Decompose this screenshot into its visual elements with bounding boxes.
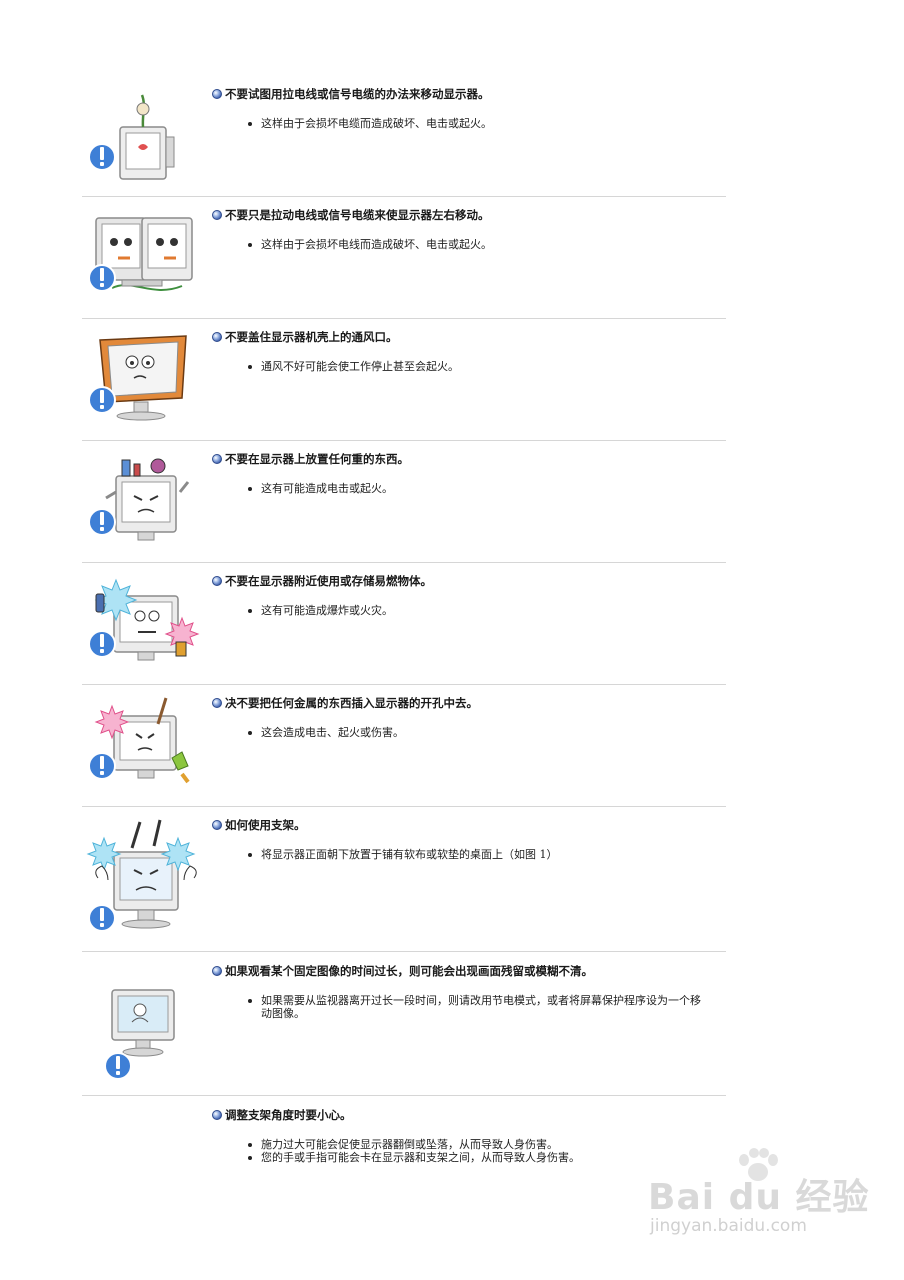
list-item: 这样由于会损坏电缆而造成破坏、电击或起火。 <box>245 117 705 130</box>
section-items: 将显示器正面朝下放置于铺有软布或软垫的桌面上（如图 1） <box>245 848 705 861</box>
bullet-orb-icon <box>212 454 222 464</box>
list-item: 这样由于会损坏电线而造成破坏、电击或起火。 <box>245 238 705 251</box>
bullet-orb-icon <box>212 210 222 220</box>
section-heading: 不要盖住显示器机壳上的通风口。 <box>212 330 398 344</box>
bullet-orb-icon <box>212 820 222 830</box>
instruction-section: 不要在显示器附近使用或存储易燃物体。 这有可能造成爆炸或火灾。 <box>82 574 726 674</box>
paw-icon <box>739 1148 778 1181</box>
section-heading-text: 不要在显示器上放置任何重的东西。 <box>225 452 409 466</box>
list-item: 通风不好可能会使工作停止甚至会起火。 <box>245 360 705 373</box>
section-items: 这样由于会损坏电线而造成破坏、电击或起火。 <box>245 238 705 251</box>
section-heading-text: 如果观看某个固定图像的时间过长，则可能会出现画面残留或模糊不清。 <box>225 964 593 978</box>
section-divider <box>82 806 726 807</box>
section-divider <box>82 318 726 319</box>
section-items: 这有可能造成电击或起火。 <box>245 482 705 495</box>
section-heading: 不要在显示器附近使用或存储易燃物体。 <box>212 574 432 588</box>
watermark-logo-text: Bai du 经验 <box>648 1177 870 1218</box>
instruction-section: 调整支架角度时要小心。 施力过大可能会促使显示器翻倒或坠落，从而导致人身伤害。 … <box>82 1108 726 1188</box>
section-divider <box>82 1095 726 1096</box>
instruction-illustration <box>82 452 202 552</box>
section-heading: 不要只是拉动电线或信号电缆来使显示器左右移动。 <box>212 208 490 222</box>
monitor-dragged-sideways-icon <box>88 217 193 292</box>
list-item: 这有可能造成爆炸或火灾。 <box>245 604 705 617</box>
list-item: 您的手或手指可能会卡在显示器和支架之间，从而导致人身伤害。 <box>245 1151 705 1164</box>
monitor-vent-covered-icon <box>88 335 187 421</box>
section-items: 如果需要从监视器离开过长一段时间，则请改用节电模式，或者将屏幕保护程序设为一个移… <box>245 994 705 1020</box>
monitor-pulled-by-cable-icon <box>88 94 175 180</box>
instruction-section: 不要盖住显示器机壳上的通风口。 通风不好可能会使工作停止甚至会起火。 <box>82 330 726 430</box>
instruction-section: 决不要把任何金属的东西插入显示器的开孔中去。 这会造成电击、起火或伤害。 <box>82 696 726 796</box>
bullet-orb-icon <box>212 332 222 342</box>
section-heading-text: 调整支架角度时要小心。 <box>225 1108 352 1122</box>
monitor-heavy-objects-icon <box>88 458 190 541</box>
list-item: 将显示器正面朝下放置于铺有软布或软垫的桌面上（如图 1） <box>245 848 705 861</box>
section-divider <box>82 440 726 441</box>
section-heading: 决不要把任何金属的东西插入显示器的开孔中去。 <box>212 696 478 710</box>
instruction-illustration <box>82 818 202 938</box>
instruction-illustration <box>82 696 202 796</box>
section-heading: 不要试图用拉电线或信号电缆的办法来移动显示器。 <box>212 87 490 101</box>
watermark-url: jingyan.baidu.com <box>650 1216 807 1236</box>
monitor-stand-usage-icon <box>86 819 197 932</box>
section-divider <box>82 562 726 563</box>
instruction-illustration <box>82 87 202 187</box>
section-heading: 不要在显示器上放置任何重的东西。 <box>212 452 409 466</box>
baidu-watermark: Bai du 经验 jingyan.baidu.com <box>640 1140 869 1250</box>
section-heading-text: 不要试图用拉电线或信号电缆的办法来移动显示器。 <box>225 87 490 101</box>
section-items: 施力过大可能会促使显示器翻倒或坠落，从而导致人身伤害。 您的手或手指可能会卡在显… <box>245 1138 705 1164</box>
section-divider <box>82 684 726 685</box>
section-heading-text: 如何使用支架。 <box>225 818 306 832</box>
instruction-illustration <box>82 574 202 674</box>
instruction-section: 不要试图用拉电线或信号电缆的办法来移动显示器。 这样由于会损坏电缆而造成破坏、电… <box>82 87 726 187</box>
monitor-metal-insert-icon <box>88 697 190 784</box>
section-heading-text: 不要盖住显示器机壳上的通风口。 <box>225 330 398 344</box>
monitor-flammables-icon <box>88 578 200 661</box>
section-items: 通风不好可能会使工作停止甚至会起火。 <box>245 360 705 373</box>
list-item: 如果需要从监视器离开过长一段时间，则请改用节电模式，或者将屏幕保护程序设为一个移… <box>245 994 705 1020</box>
bullet-orb-icon <box>212 576 222 586</box>
bullet-orb-icon <box>212 698 222 708</box>
instruction-section: 如果观看某个固定图像的时间过长，则可能会出现画面残留或模糊不清。 如果需要从监视… <box>82 964 726 1084</box>
bullet-orb-icon <box>212 966 222 976</box>
section-items: 这有可能造成爆炸或火灾。 <box>245 604 705 617</box>
section-heading-text: 不要在显示器附近使用或存储易燃物体。 <box>225 574 432 588</box>
section-heading: 如果观看某个固定图像的时间过长，则可能会出现画面残留或模糊不清。 <box>212 964 593 978</box>
section-items: 这样由于会损坏电缆而造成破坏、电击或起火。 <box>245 117 705 130</box>
section-heading: 如何使用支架。 <box>212 818 306 832</box>
instruction-illustration <box>82 330 202 430</box>
list-item: 这会造成电击、起火或伤害。 <box>245 726 705 739</box>
list-item: 施力过大可能会促使显示器翻倒或坠落，从而导致人身伤害。 <box>245 1138 705 1151</box>
section-heading: 调整支架角度时要小心。 <box>212 1108 352 1122</box>
instruction-section: 如何使用支架。 将显示器正面朝下放置于铺有软布或软垫的桌面上（如图 1） <box>82 818 726 942</box>
monitor-still-image-icon <box>104 989 175 1080</box>
list-item: 这有可能造成电击或起火。 <box>245 482 705 495</box>
section-items: 这会造成电击、起火或伤害。 <box>245 726 705 739</box>
instruction-illustration <box>82 964 202 1084</box>
bullet-orb-icon <box>212 1110 222 1120</box>
instruction-illustration <box>82 208 202 308</box>
instruction-section: 不要只是拉动电线或信号电缆来使显示器左右移动。 这样由于会损坏电线而造成破坏、电… <box>82 208 726 308</box>
instruction-section: 不要在显示器上放置任何重的东西。 这有可能造成电击或起火。 <box>82 452 726 552</box>
section-heading-text: 不要只是拉动电线或信号电缆来使显示器左右移动。 <box>225 208 490 222</box>
section-divider <box>82 951 726 952</box>
section-heading-text: 决不要把任何金属的东西插入显示器的开孔中去。 <box>225 696 478 710</box>
section-divider <box>82 196 726 197</box>
bullet-orb-icon <box>212 89 222 99</box>
